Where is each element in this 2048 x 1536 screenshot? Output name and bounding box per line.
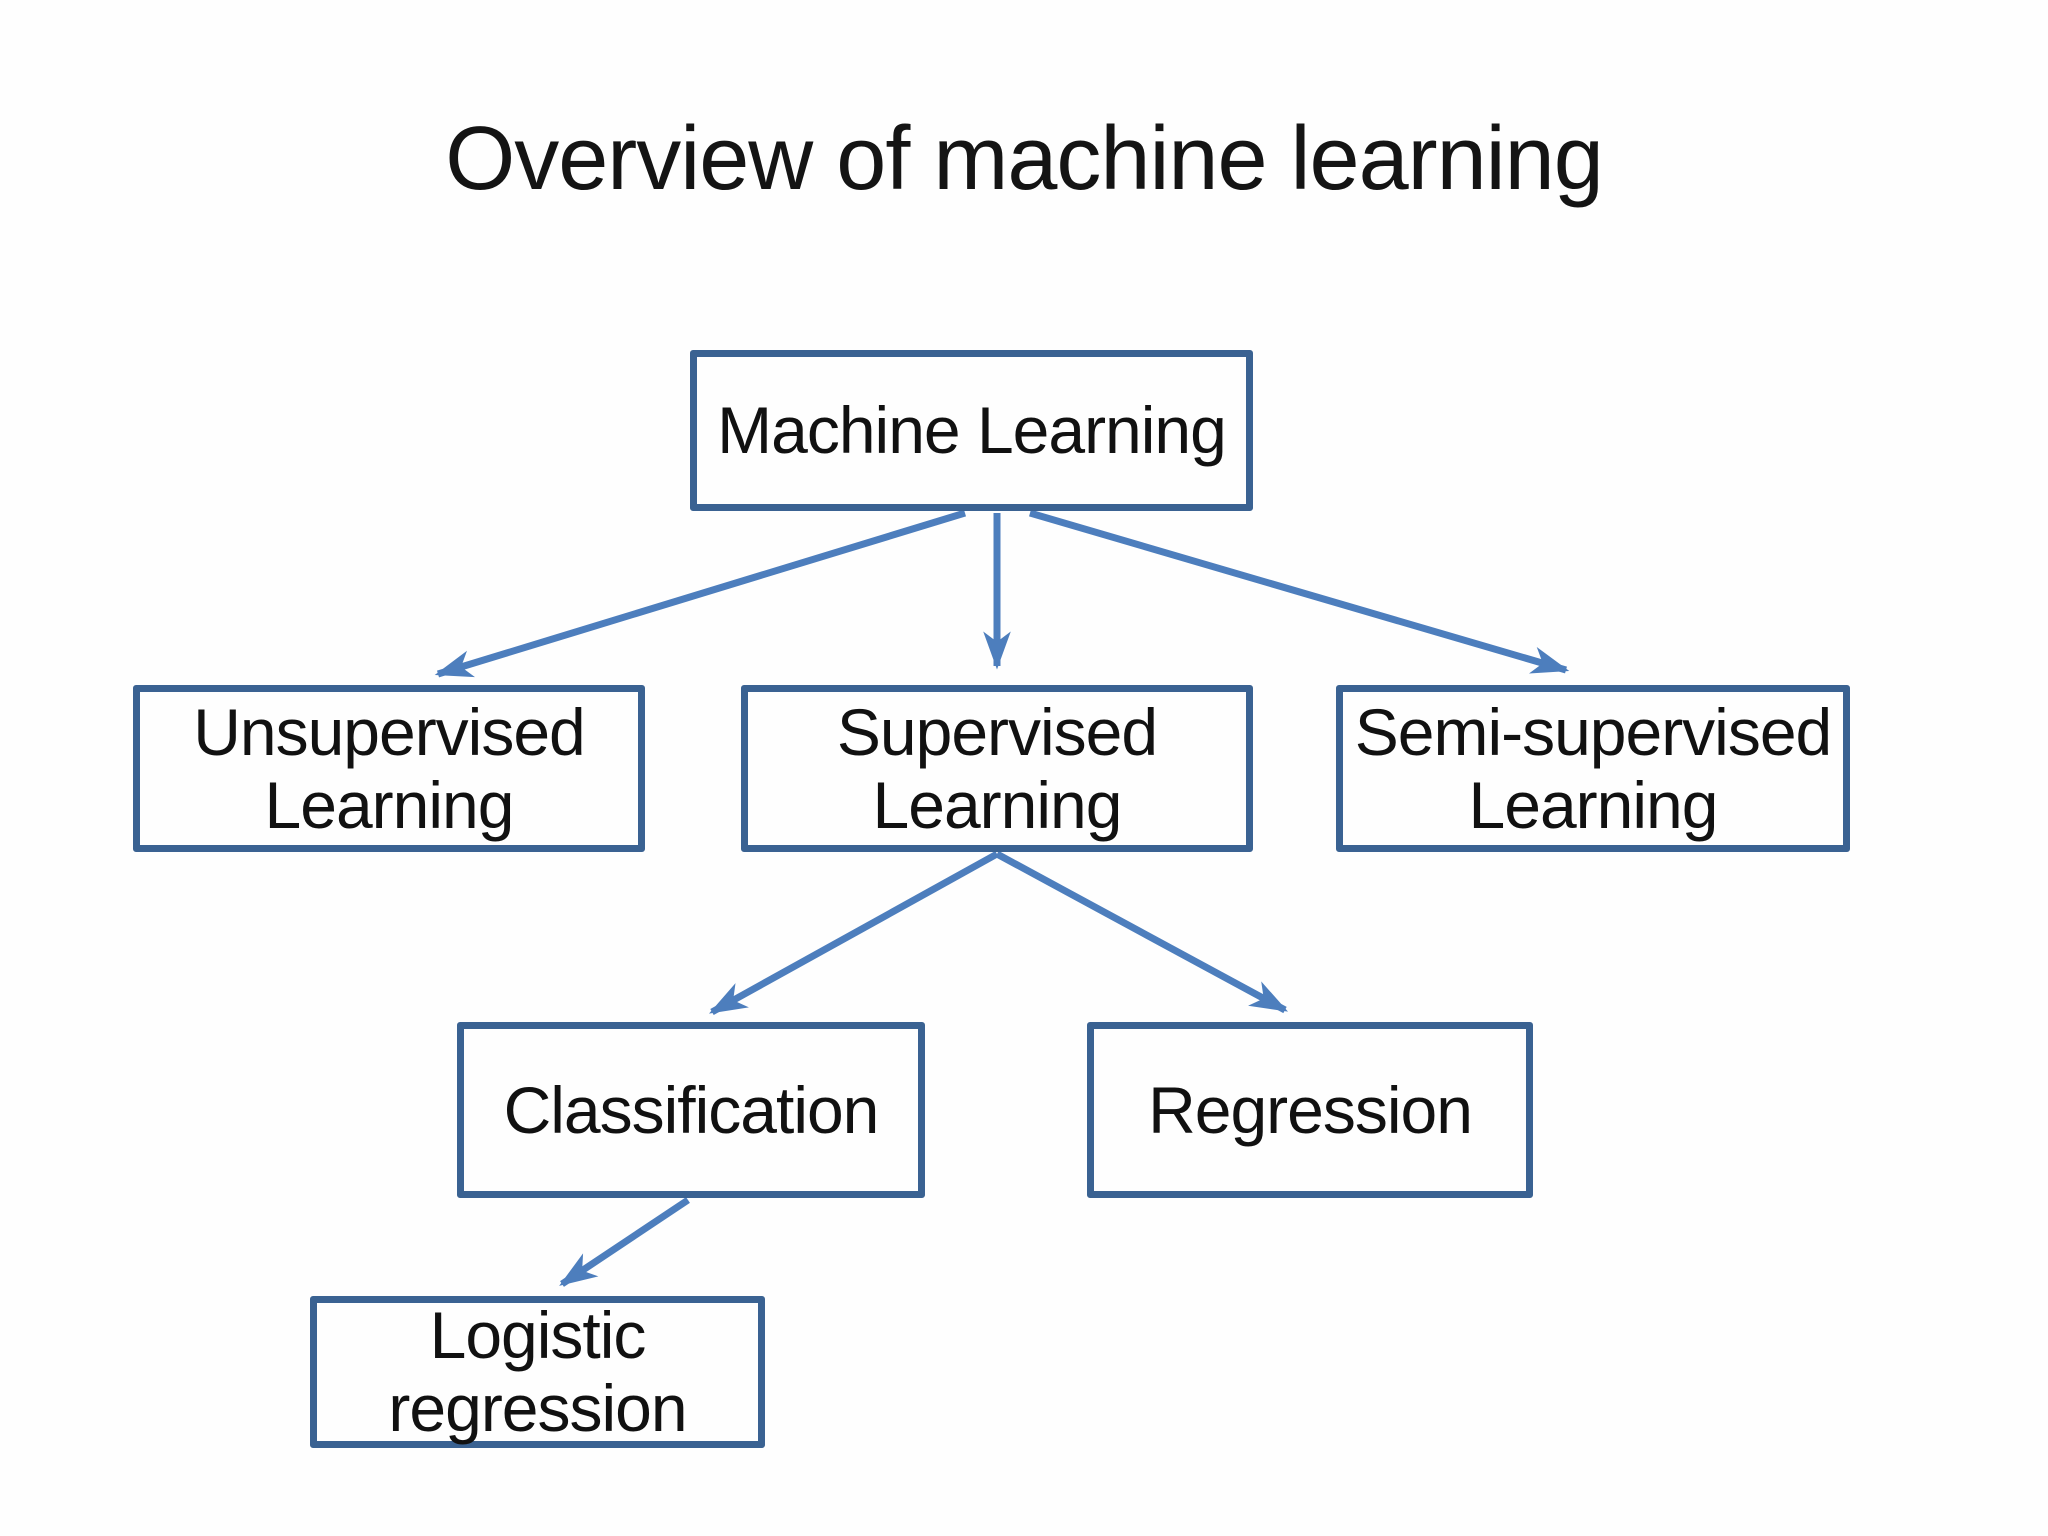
node-regression-label: Regression (1148, 1072, 1473, 1147)
arrow-ml-to-unsupervised (434, 509, 967, 678)
node-semi-supervised-learning-label: Semi-supervised Learning (1354, 694, 1833, 842)
arrow-classification-to-logistic (559, 1197, 690, 1287)
node-regression: Regression (1087, 1022, 1533, 1198)
node-logistic-regression-label: Logistic regression (388, 1298, 687, 1445)
node-logistic-regression: Logistic regression (310, 1296, 765, 1448)
node-classification-label: Classification (503, 1072, 880, 1147)
node-machine-learning-label: Machine Learning (717, 393, 1227, 467)
node-supervised-learning-label: Supervised Learning (836, 694, 1158, 842)
node-unsupervised-learning: Unsupervised Learning (133, 685, 645, 852)
node-classification: Classification (457, 1022, 925, 1198)
slide-title: Overview of machine learning (445, 109, 1604, 209)
node-semi-supervised-learning: Semi-supervised Learning (1336, 685, 1850, 852)
arrow-supervised-to-classification (708, 850, 999, 1016)
arrow-supervised-to-regression (995, 850, 1289, 1014)
node-supervised-learning: Supervised Learning (741, 685, 1253, 852)
node-machine-learning: Machine Learning (690, 350, 1253, 511)
arrow-ml-to-semi-supervised (1029, 509, 1570, 674)
node-unsupervised-learning-label: Unsupervised Learning (193, 694, 586, 842)
